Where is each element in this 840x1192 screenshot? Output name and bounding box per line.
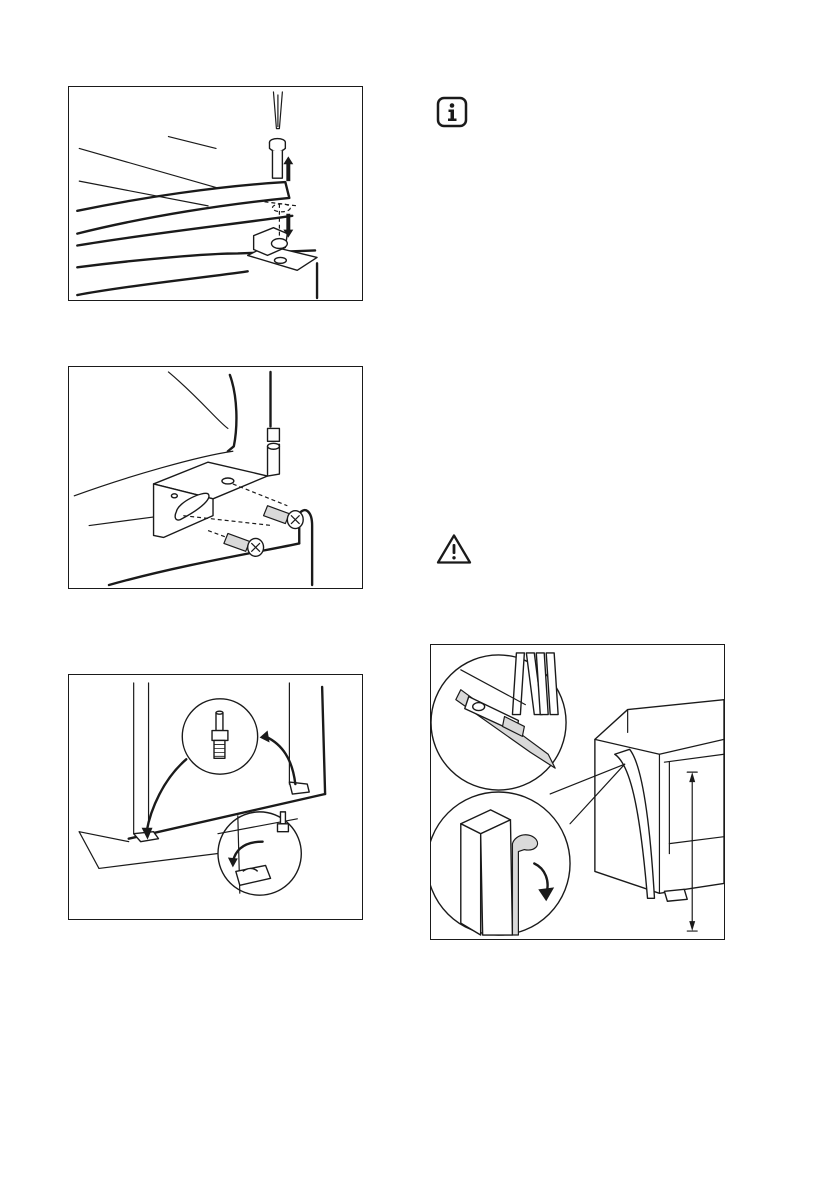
screw-icon (224, 506, 303, 557)
door-pin-relocation-figure (68, 674, 363, 920)
warning-icon (436, 533, 472, 565)
pin-detail-icon (182, 699, 257, 774)
hinge-screw-removal-figure (68, 86, 363, 301)
info-icon (436, 96, 468, 128)
seal-strip-cutting-figure (430, 644, 725, 940)
hinge-bracket-drawing (69, 367, 362, 588)
folding-rule-icon (512, 653, 558, 715)
hinge-bracket-mounting-figure (68, 366, 363, 589)
screwdriver-icon (273, 92, 282, 129)
cabinet-icon (595, 700, 724, 931)
hinge-bracket-icon (154, 428, 280, 537)
hinge-screw-removal-drawing (69, 87, 362, 300)
arrow-up-icon (283, 156, 293, 181)
pin-detail-icon (218, 812, 301, 895)
screw-icon (269, 139, 285, 179)
seal-strip-drawing (431, 645, 724, 939)
door-pin-drawing (69, 675, 362, 919)
